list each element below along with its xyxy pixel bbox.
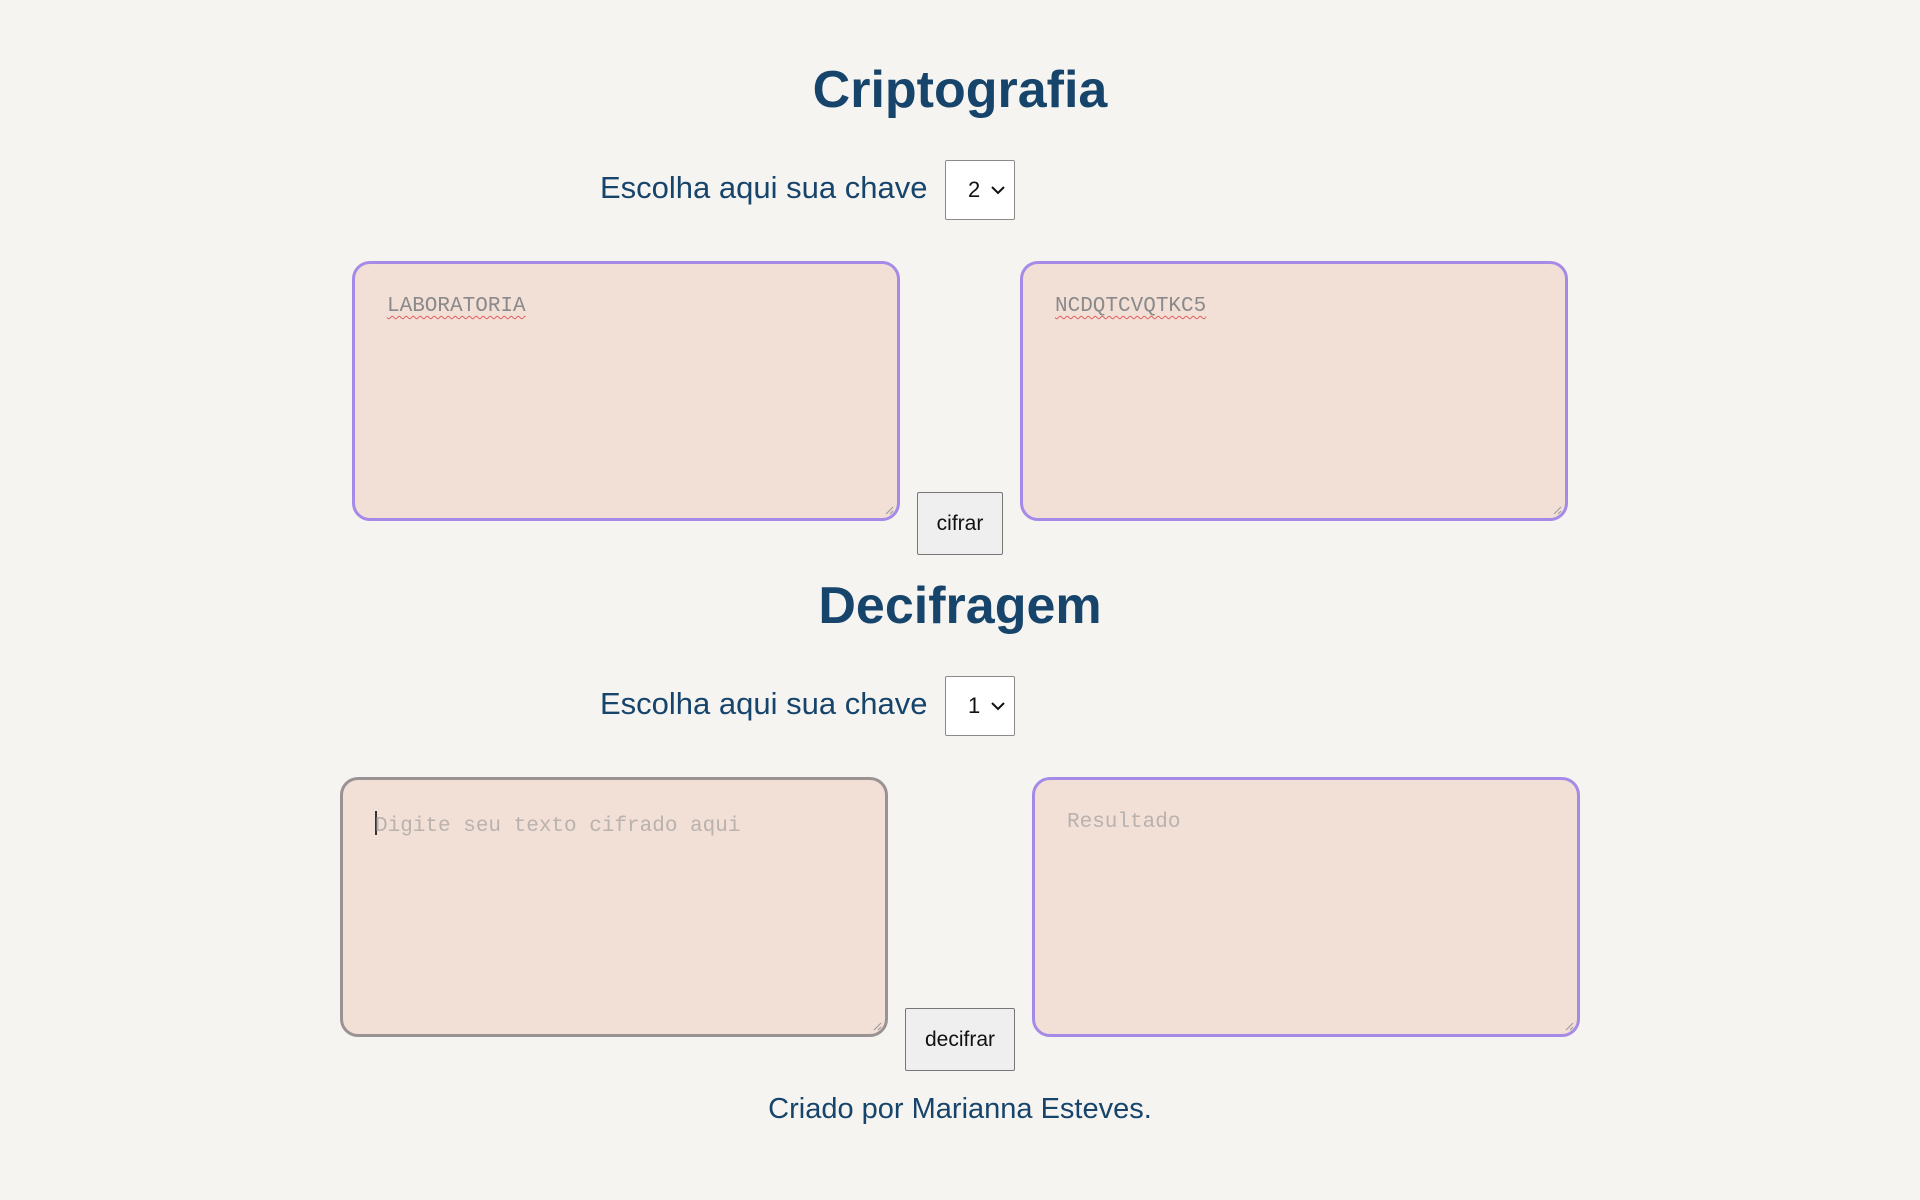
- decipher-key-select[interactable]: 1: [945, 676, 1015, 736]
- decipher-key-label: Escolha aqui sua chave: [600, 686, 928, 721]
- cipher-output-textarea[interactable]: NCDQTCVQTKC5: [1020, 261, 1568, 521]
- cipher-input-text: LABORATORIA: [387, 295, 526, 318]
- decipher-output-placeholder: Resultado: [1067, 811, 1181, 834]
- cipher-key-value: 2: [968, 177, 981, 202]
- cipher-key-label: Escolha aqui sua chave: [600, 170, 928, 205]
- chevron-down-icon: [991, 702, 1005, 711]
- chevron-down-icon: [991, 186, 1005, 195]
- resize-handle-icon[interactable]: [1564, 1021, 1574, 1031]
- cipher-key-select[interactable]: 2: [945, 160, 1015, 220]
- decipher-title: Decifragem: [818, 577, 1102, 635]
- decipher-output-textarea[interactable]: Resultado: [1032, 777, 1580, 1037]
- decipher-input-placeholder: Digite seu texto cifrado aqui: [375, 815, 741, 838]
- cipher-output-text: NCDQTCVQTKC5: [1055, 295, 1207, 318]
- cipher-input-textarea[interactable]: LABORATORIA: [352, 261, 900, 521]
- decipher-input-textarea[interactable]: Digite seu texto cifrado aqui: [340, 777, 888, 1037]
- cipher-title: Criptografia: [812, 61, 1108, 119]
- text-caret: [375, 811, 377, 835]
- decipher-button[interactable]: decifrar: [905, 1008, 1015, 1071]
- footer-credit: Criado por Marianna Esteves.: [768, 1093, 1152, 1125]
- resize-handle-icon[interactable]: [872, 1021, 882, 1031]
- resize-handle-icon[interactable]: [884, 505, 894, 515]
- decipher-key-value: 1: [968, 693, 981, 718]
- cipher-button[interactable]: cifrar: [917, 492, 1003, 555]
- resize-handle-icon[interactable]: [1552, 505, 1562, 515]
